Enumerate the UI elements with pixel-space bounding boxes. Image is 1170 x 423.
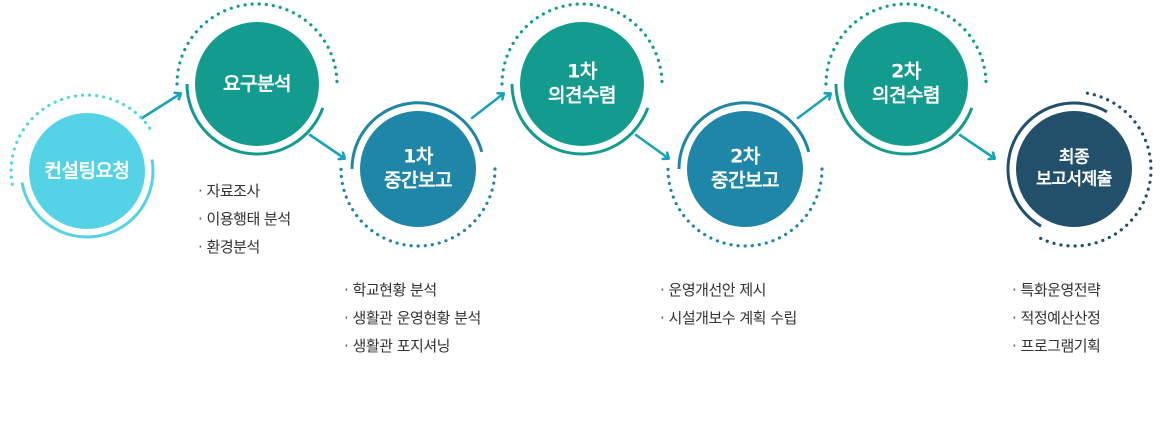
detail-item: 특화운영전략: [1012, 276, 1101, 304]
detail-item: 생활관 포지셔닝: [344, 332, 481, 360]
detail-item: 적정예산산정: [1012, 304, 1101, 332]
connector-arrow: [470, 94, 503, 120]
detail-item: 프로그램기획: [1012, 332, 1101, 360]
step-needs-analysis: 요구분석: [223, 72, 291, 95]
outer-ring: [834, 83, 974, 156]
connector-arrow: [634, 133, 668, 158]
step-interim-report-1: 1차 중간보고: [384, 145, 452, 192]
final-report-details: 특화운영전략 적정예산산정 프로그램기획: [1012, 276, 1101, 360]
step-circle-final-report: [1016, 111, 1132, 227]
step-circle-needs-analysis: [195, 22, 319, 146]
outer-ring: [20, 159, 155, 239]
detail-item: 생활관 운영현황 분석: [344, 304, 482, 332]
detail-item: 운영개선안 제시: [660, 276, 797, 304]
dotted-ring: [175, 2, 339, 86]
step-circle-interim-report-2: [687, 111, 803, 227]
dotted-ring: [339, 167, 497, 248]
detail-item: 시설개보수 계획 수립: [660, 304, 798, 332]
connector-arrow: [958, 133, 994, 158]
dotted-ring: [1033, 91, 1153, 248]
step-consulting-request: 컨설팅요청: [44, 159, 130, 182]
needs-analysis-details: 자료조사 이용행태 분석 환경분석: [198, 177, 292, 261]
dotted-ring: [824, 2, 988, 86]
step-final-report: 최종 보고서제출: [1036, 147, 1112, 189]
outer-ring: [350, 101, 484, 170]
step-circle-opinion-gathering-2: [844, 22, 968, 146]
detail-item: 자료조사: [198, 177, 291, 205]
step-circle-opinion-gathering-1: [520, 22, 644, 146]
outer-ring: [185, 83, 325, 156]
dotted-ring: [9, 93, 155, 186]
outer-ring: [510, 83, 650, 156]
dotted-ring: [666, 167, 824, 248]
detail-item: 학교현황 분석: [344, 276, 481, 304]
detail-item: 환경분석: [198, 233, 291, 261]
step-interim-report-2: 2차 중간보고: [711, 145, 779, 192]
outer-ring: [1006, 101, 1108, 228]
connector-arrow: [308, 133, 344, 158]
connector-arrow: [140, 94, 180, 120]
interim-report-1-details: 학교현황 분석 생활관 운영현황 분석 생활관 포지셔닝: [344, 276, 482, 360]
connector-arrow: [796, 94, 830, 120]
detail-item: 이용행태 분석: [198, 205, 292, 233]
dotted-ring: [500, 2, 664, 86]
outer-ring: [677, 101, 811, 170]
interim-report-2-details: 운영개선안 제시 시설개보수 계획 수립: [660, 276, 798, 332]
step-circle-consulting-request: [29, 113, 145, 229]
step-opinion-gathering-2: 2차 의견수렴: [872, 60, 940, 107]
step-opinion-gathering-1: 1차 의견수렴: [548, 60, 616, 107]
step-circle-interim-report-1: [360, 111, 476, 227]
